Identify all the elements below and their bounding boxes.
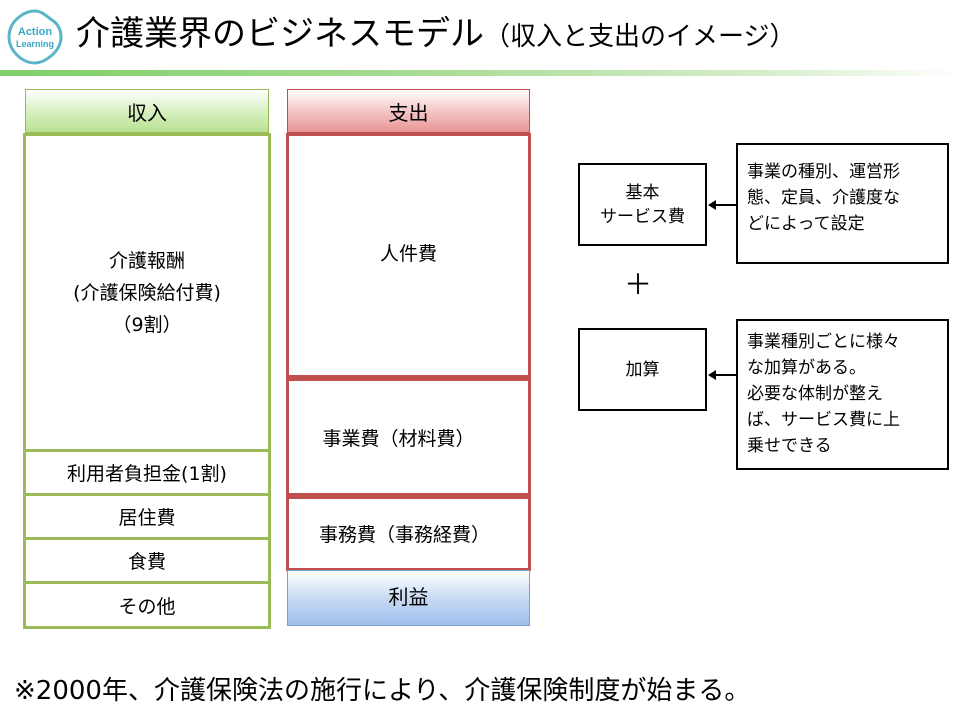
income-meals: 食費 [23, 540, 271, 584]
income-user-copay: 利用者負担金(1割) [23, 452, 271, 496]
basic-fee-line2: サービス費 [600, 206, 685, 227]
profit-label: 利益 [388, 584, 429, 609]
addition-box: 加算 [578, 328, 707, 411]
logo-line2: Learning [16, 39, 54, 49]
income-care-fee-line2: (介護保険給付費) [73, 281, 221, 304]
profit-block: 利益 [287, 570, 530, 626]
addition-note-line5: 乗せできる [747, 436, 832, 456]
footnote: ※2000年、介護保険法の施行により、介護保険制度が始まる。 [14, 676, 751, 706]
income-housing-label: 居住費 [118, 507, 176, 529]
income-care-fee-line3: （9割） [112, 313, 182, 336]
expense-personnel-label: 人件費 [379, 243, 437, 265]
income-header: 収入 [25, 89, 269, 133]
income-housing: 居住費 [23, 496, 271, 540]
addition-note-line3: 必要な体制が整え [747, 384, 883, 404]
basic-fee-note-line2: 態、定員、介護度な [747, 188, 900, 208]
expense-operations-label: 事業費（材料費） [322, 427, 475, 450]
income-other: その他 [23, 584, 271, 629]
addition-note-line4: ば、サービス費に上 [747, 410, 900, 430]
title-divider [0, 70, 960, 76]
income-meals-label: 食費 [127, 551, 166, 573]
basic-fee-note-line3: どによって設定 [747, 214, 865, 234]
logo-line1: Action [18, 26, 53, 38]
addition-note-line1: 事業種別ごとに様々 [747, 332, 900, 352]
title-main: 介護業界のビジネスモデル [76, 14, 484, 54]
income-care-fee: 介護報酬 (介護保険給付費) （9割） [23, 133, 271, 452]
action-learning-logo: Action Learning [7, 9, 63, 65]
expense-header-label: 支出 [388, 100, 429, 125]
addition-label: 加算 [625, 359, 660, 380]
basic-service-fee-box: 基本 サービス費 [578, 163, 707, 246]
expense-admin: 事務費（事務経費） [286, 496, 531, 571]
page-title: 介護業界のビジネスモデル（収入と支出のイメージ） [76, 12, 795, 59]
arrow-to-basic-fee [708, 200, 737, 210]
income-care-fee-line1: 介護報酬 [108, 249, 185, 272]
arrow-to-addition [708, 370, 737, 380]
expense-header: 支出 [287, 89, 530, 133]
title-sub: （収入と支出のイメージ） [484, 22, 796, 52]
income-user-copay-label: 利用者負担金(1割) [67, 463, 227, 485]
addition-note-line2: な加算がある。 [747, 358, 866, 378]
plus-sign: ＋ [624, 268, 653, 301]
income-header-label: 収入 [127, 100, 167, 125]
expense-operations: 事業費（材料費） [286, 378, 531, 496]
basic-fee-note-line1: 事業の種別、運営形 [747, 162, 900, 182]
basic-fee-line1: 基本 [625, 182, 660, 203]
addition-note: 事業種別ごとに様々 な加算がある。 必要な体制が整え ば、サービス費に上 乗せで… [736, 319, 949, 470]
expense-admin-label: 事務費（事務経費） [318, 524, 490, 546]
income-other-label: その他 [118, 595, 176, 618]
basic-fee-note: 事業の種別、運営形 態、定員、介護度な どによって設定 [736, 143, 949, 264]
expense-personnel: 人件費 [286, 133, 531, 378]
